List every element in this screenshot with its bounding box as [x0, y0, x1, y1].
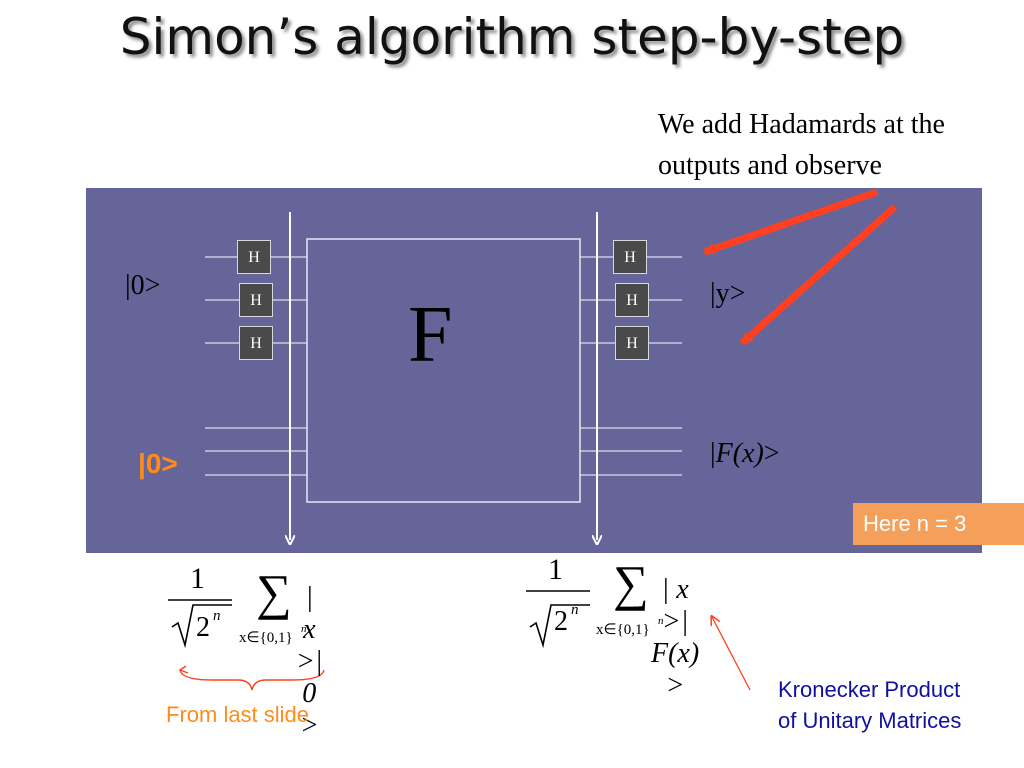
formula-left-exponent: n: [213, 608, 221, 624]
brace-arrowhead: [178, 665, 189, 674]
formula-left-sum: ∑: [256, 564, 292, 620]
ket-y: |y>: [710, 278, 746, 309]
here-n-badge: Here n = 3: [853, 503, 1024, 545]
ket-zero-top: |0>: [125, 270, 161, 301]
formula-right-numerator: 1: [548, 553, 563, 586]
hadamard-gate-out-3: H: [615, 326, 649, 360]
formula-right-exponent: n: [571, 602, 579, 618]
slide-title: Simon’s algorithm step-by-step: [119, 8, 905, 66]
hadamard-gate-in-1: H: [237, 240, 271, 274]
formula-right-radicand: 2: [554, 606, 568, 637]
formula-right-subscript-exp: n: [658, 615, 664, 627]
hadamard-gate-out-2: H: [615, 283, 649, 317]
ket-fx-body: F(x): [715, 438, 764, 469]
hadamard-gate-in-2: H: [239, 283, 273, 317]
formula-left-radicand: 2: [196, 612, 210, 643]
red-arrow-2: [739, 204, 898, 346]
f-box: [306, 238, 581, 503]
kronecker-caption: Kronecker Product of Unitary Matrices: [778, 674, 961, 736]
formula-right-body: | x >| F(x) >: [651, 574, 700, 701]
formula-left-subscript-exp: n: [301, 623, 307, 635]
hadamard-gate-in-3: H: [239, 326, 273, 360]
sqrt-left: [171, 604, 232, 649]
formula-right-subscript: x∈{0,1}: [596, 622, 650, 638]
ket-zero-bottom: |0>: [138, 448, 178, 479]
kronecker-caption-line1: Kronecker Product: [778, 677, 961, 702]
sqrt-right: [529, 604, 590, 649]
from-last-slide-caption: From last slide: [166, 702, 310, 727]
ket-fx: |F(x)>: [710, 438, 780, 470]
formula-right-sum: ∑: [613, 555, 649, 611]
kronecker-arrow: [712, 617, 751, 691]
formula-left-numerator: 1: [190, 562, 205, 595]
hadamard-gate-out-1: H: [613, 240, 647, 274]
brace: [179, 669, 325, 691]
formula-left-body: | x >| 0 >: [296, 582, 323, 741]
ket-fx-bar: |: [710, 438, 716, 469]
kronecker-caption-line2: of Unitary Matrices: [778, 708, 962, 733]
f-box-label: F: [408, 291, 453, 379]
formula-left-subscript: x∈{0,1}: [239, 630, 293, 646]
ket-fx-close: >: [763, 438, 780, 469]
annotation-note: We add Hadamards at the outputs and obse…: [658, 109, 945, 181]
red-arrow-1: [703, 188, 879, 256]
